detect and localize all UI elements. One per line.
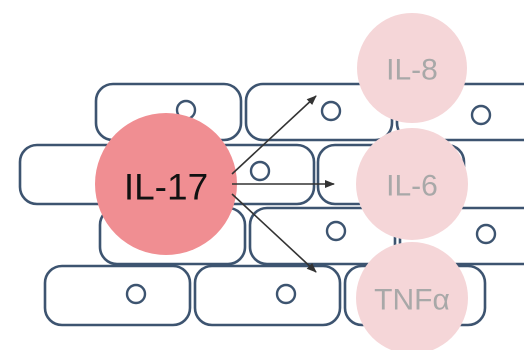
epithelial-cell xyxy=(193,264,342,327)
arrow-to-il8 xyxy=(231,95,317,175)
target-circle xyxy=(357,13,467,123)
cell-nucleus xyxy=(125,283,147,305)
target-label: IL-8 xyxy=(386,54,438,87)
cell-nucleus xyxy=(475,223,497,245)
cell-nucleus xyxy=(320,100,342,122)
cell-nucleus xyxy=(325,220,347,242)
target-tnfa: TNFα xyxy=(356,242,468,350)
arrow-to-tnfa xyxy=(231,193,317,273)
signal-arrows xyxy=(231,95,335,273)
source-il17: IL-17 xyxy=(95,113,237,255)
cell-nucleus xyxy=(249,160,271,182)
cell-nucleus xyxy=(470,104,492,126)
cell-nucleus xyxy=(275,283,297,305)
target-label: TNFα xyxy=(374,284,450,317)
target-circle xyxy=(356,242,468,350)
target-il8: IL-8 xyxy=(357,13,467,123)
source-circle xyxy=(95,113,237,255)
target-il6: IL-6 xyxy=(356,128,468,240)
target-label: IL-6 xyxy=(386,170,438,203)
source-label: IL-17 xyxy=(124,167,208,208)
epithelial-cell xyxy=(43,264,192,327)
target-circle xyxy=(356,128,468,240)
